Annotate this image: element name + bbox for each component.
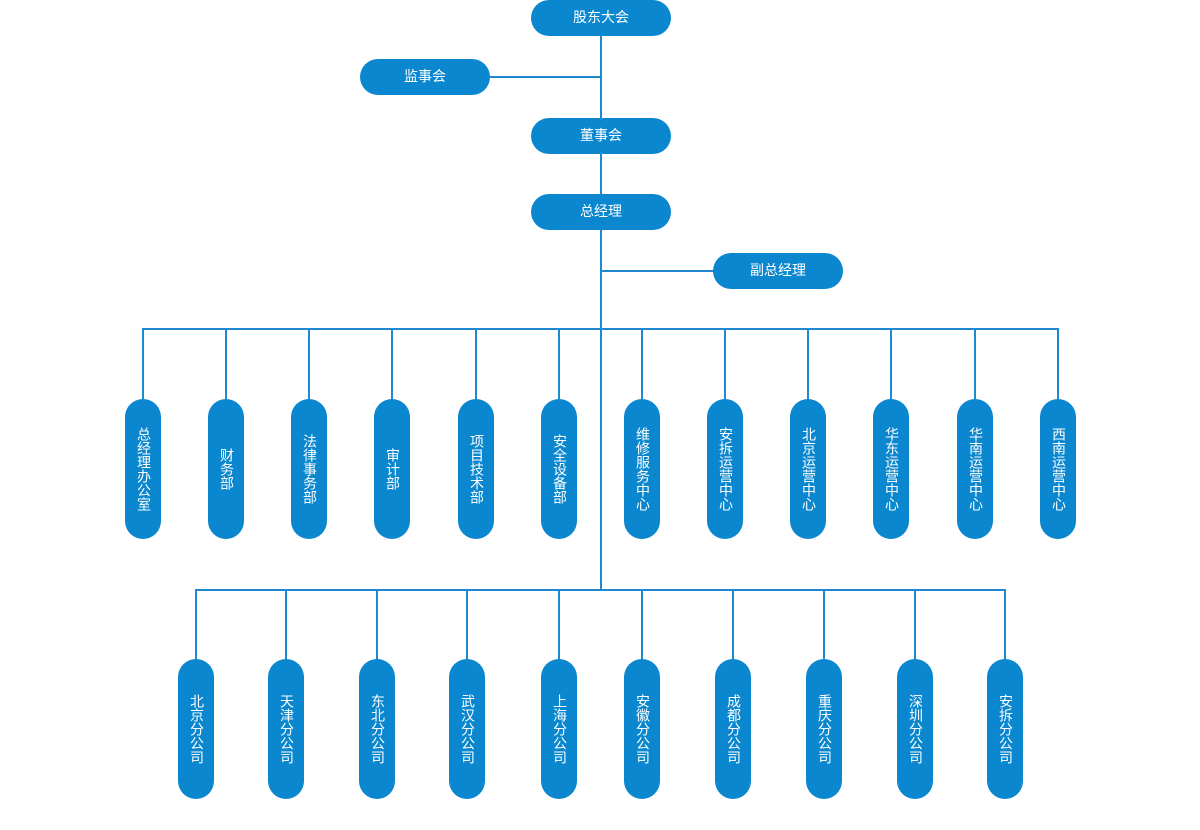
branches-bus [195,589,1006,591]
branch-drop-line [285,590,287,660]
department-node: 法律事务部 [291,399,327,539]
branch-node: 天津分公司 [268,659,304,799]
department-drop-line [558,329,560,400]
department-drop-line [475,329,477,400]
supervisors-connector [489,76,601,78]
branch-node: 成都分公司 [715,659,751,799]
branch-drop-line [914,590,916,660]
branch-drop-line [376,590,378,660]
branch-drop-line [732,590,734,660]
branch-drop-line [1004,590,1006,660]
shareholders-node: 股东大会 [531,0,671,36]
branch-node: 安拆分公司 [987,659,1023,799]
supervisors-node: 监事会 [360,59,490,95]
department-node: 审计部 [374,399,410,539]
branch-node: 安徽分公司 [624,659,660,799]
branch-node: 深圳分公司 [897,659,933,799]
department-node: 华东运营中心 [873,399,909,539]
department-drop-line [391,329,393,400]
department-node: 财务部 [208,399,244,539]
department-node: 华南运营中心 [957,399,993,539]
branch-node: 重庆分公司 [806,659,842,799]
departments-bus [142,328,1059,330]
department-drop-line [225,329,227,400]
branch-node: 武汉分公司 [449,659,485,799]
department-node: 安拆运营中心 [707,399,743,539]
department-node: 西南运营中心 [1040,399,1076,539]
vice-ceo-node: 副总经理 [713,253,843,289]
department-node: 北京运营中心 [790,399,826,539]
department-node: 项目技术部 [458,399,494,539]
department-drop-line [142,329,144,400]
department-drop-line [890,329,892,400]
branch-node: 北京分公司 [178,659,214,799]
branch-node: 东北分公司 [359,659,395,799]
branch-drop-line [558,590,560,660]
department-drop-line [807,329,809,400]
ceo-node: 总经理 [531,194,671,230]
department-drop-line [724,329,726,400]
board-node: 董事会 [531,118,671,154]
trunk-line [600,35,602,590]
department-drop-line [1057,329,1059,400]
branch-node: 上海分公司 [541,659,577,799]
department-node: 安全设备部 [541,399,577,539]
branch-drop-line [823,590,825,660]
branch-drop-line [466,590,468,660]
department-drop-line [641,329,643,400]
department-drop-line [974,329,976,400]
department-node: 总经理办公室 [125,399,161,539]
branch-drop-line [641,590,643,660]
vice-ceo-connector [601,270,714,272]
department-drop-line [308,329,310,400]
department-node: 维修服务中心 [624,399,660,539]
branch-drop-line [195,590,197,660]
